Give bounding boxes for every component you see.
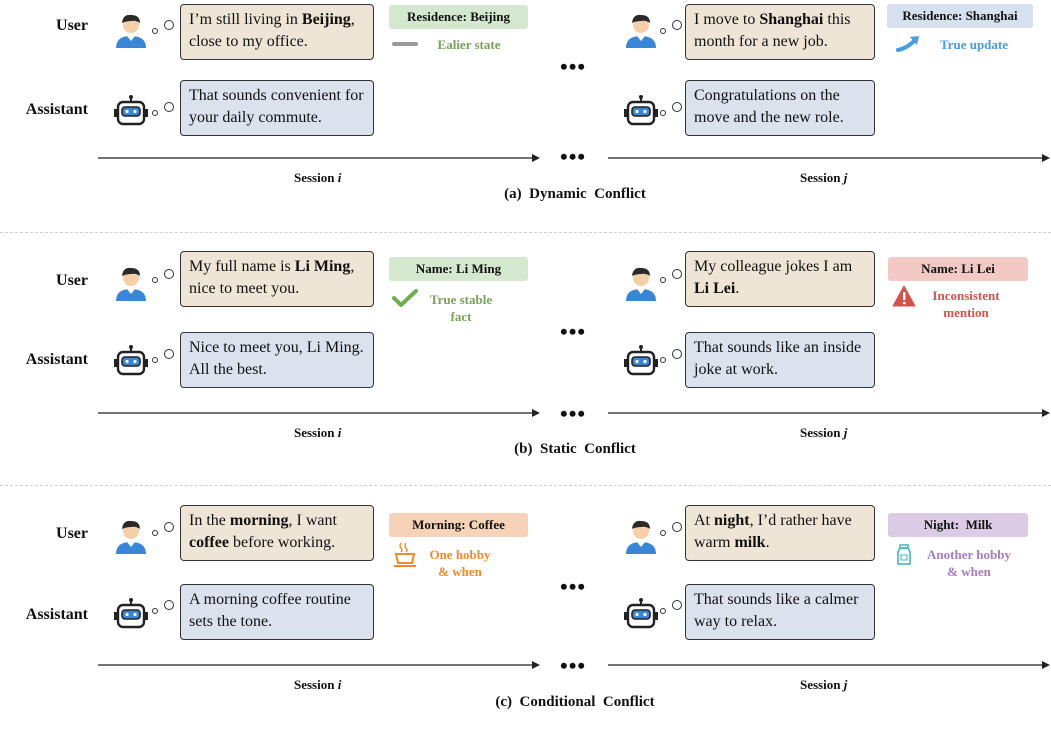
role-label-user: User	[56, 525, 88, 542]
user-message-right: My colleague jokes I am Li Lei.	[685, 251, 875, 307]
panel-conditional-conflict: User Assistant In the morning, I want co…	[0, 496, 1051, 731]
panel-static-conflict: User Assistant My full name is Li Ming, …	[0, 245, 1051, 480]
user-avatar-icon	[622, 10, 660, 53]
user-message-right: I move to Shanghai this month for a new …	[685, 4, 875, 60]
ellipsis-timeline: •••	[560, 144, 587, 169]
role-label-user: User	[56, 17, 88, 34]
panel-divider	[0, 232, 1051, 233]
panel-caption: (b) Static Conflict	[514, 441, 636, 457]
robot-avatar-icon	[622, 343, 660, 386]
panel-dynamic-conflict: User Assistant I’m still living in Beiji…	[0, 0, 1051, 235]
robot-avatar-icon	[622, 93, 660, 136]
session-label-i: Session i	[294, 170, 342, 185]
memory-tag-left: Morning: Coffee	[389, 513, 528, 537]
memory-tag-left: Name: Li Ming	[389, 257, 528, 281]
timeline-arrow-left	[98, 657, 540, 675]
panel-caption: (a) Dynamic Conflict	[504, 186, 646, 202]
assistant-message-left: A morning coffee routine sets the tone.	[180, 584, 374, 640]
timeline-arrow-right	[608, 150, 1050, 168]
checkmark-icon	[392, 289, 418, 312]
assistant-message-left: Nice to meet you, Li Ming. All the best.	[180, 332, 374, 388]
ellipsis-mid: •••	[560, 54, 587, 79]
gray-dash-icon	[392, 42, 418, 46]
session-label-i: Session i	[294, 677, 342, 692]
timeline-arrow-left	[98, 405, 540, 423]
assistant-message-left: That sounds convenient for your daily co…	[180, 80, 374, 136]
timeline-arrow-right	[608, 405, 1050, 423]
user-avatar-icon	[112, 263, 150, 306]
robot-avatar-icon	[112, 93, 150, 136]
milk-bottle-icon	[896, 544, 912, 571]
timeline-arrow-left	[98, 150, 540, 168]
robot-avatar-icon	[622, 596, 660, 639]
memory-tag-left: Residence: Beijing	[389, 5, 528, 29]
arrow-up-curve-icon	[896, 34, 922, 57]
session-label-j: Session j	[800, 677, 848, 692]
user-message-left: I’m still living in Beijing, close to my…	[180, 4, 374, 60]
session-label-j: Session j	[800, 170, 848, 185]
memory-note-left: True stable fact	[429, 292, 493, 324]
user-message-right: At night, I’d rather have warm milk.	[685, 505, 875, 561]
robot-avatar-icon	[112, 343, 150, 386]
user-avatar-icon	[622, 516, 660, 559]
user-avatar-icon	[112, 10, 150, 53]
coffee-cup-icon	[393, 541, 417, 572]
memory-note-right: Another hobby & when	[927, 547, 1011, 579]
ellipsis-timeline: •••	[560, 401, 587, 426]
memory-note-right: True update	[939, 37, 1008, 52]
assistant-message-right: That sounds like a calmer way to relax.	[685, 584, 875, 640]
ellipsis-mid: •••	[560, 574, 587, 599]
ellipsis-mid: •••	[560, 319, 587, 344]
memory-tag-right: Residence: Shanghai	[887, 4, 1033, 28]
user-avatar-icon	[112, 516, 150, 559]
role-label-assistant: Assistant	[25, 101, 88, 118]
user-message-left: My full name is Li Ming, nice to meet yo…	[180, 251, 374, 307]
panel-divider	[0, 485, 1051, 486]
robot-avatar-icon	[112, 596, 150, 639]
ellipsis-timeline: •••	[560, 653, 587, 678]
session-label-i: Session i	[294, 425, 342, 440]
role-label-assistant: Assistant	[25, 606, 88, 623]
memory-tag-right: Name: Li Lei	[888, 257, 1028, 281]
role-label-user: User	[56, 272, 88, 289]
memory-tag-right: Night: Milk	[888, 513, 1028, 537]
memory-note-left: Ealier state	[437, 37, 501, 52]
memory-note-right: Inconsistent mention	[932, 288, 1000, 320]
timeline-arrow-right	[608, 657, 1050, 675]
warning-icon	[892, 285, 916, 312]
session-label-j: Session j	[800, 425, 848, 440]
assistant-message-right: That sounds like an inside joke at work.	[685, 332, 875, 388]
assistant-message-right: Congratulations on the move and the new …	[685, 80, 875, 136]
panel-caption: (c) Conditional Conflict	[495, 694, 655, 710]
user-avatar-icon	[622, 263, 660, 306]
memory-note-left: One hobby & when	[429, 547, 491, 579]
role-label-assistant: Assistant	[25, 351, 88, 368]
user-message-left: In the morning, I want coffee before wor…	[180, 505, 374, 561]
